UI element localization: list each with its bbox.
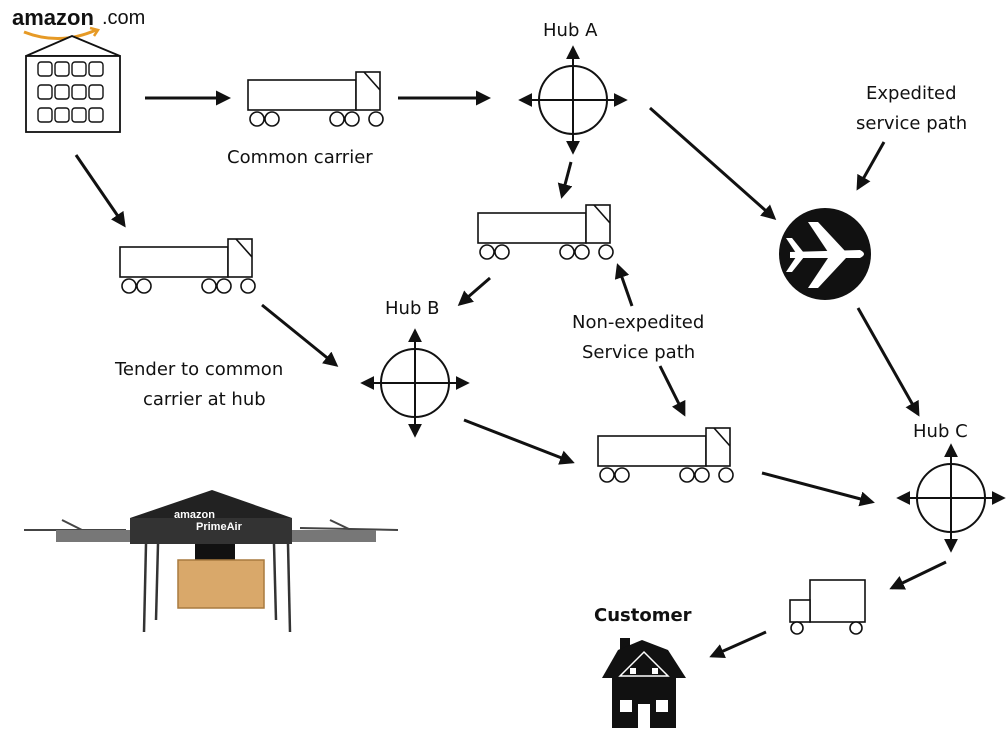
house-icon xyxy=(602,638,686,728)
tender-label-line1: Tender to common xyxy=(114,359,283,380)
non-expedited-label-line2: Service path xyxy=(582,342,695,363)
logo-brand: amazon xyxy=(12,5,94,30)
drone-image: amazon PrimeAir xyxy=(24,490,399,633)
airplane-icon xyxy=(779,208,871,300)
customer-label: Customer xyxy=(594,605,692,626)
expedited-label-line1: Expedited xyxy=(866,83,957,104)
drone-product: PrimeAir xyxy=(196,521,243,533)
drone-brand: amazon xyxy=(174,509,215,521)
flow-arrows xyxy=(74,90,947,658)
hub-a-label: Hub A xyxy=(543,20,598,41)
truck-icon-tender xyxy=(119,238,256,294)
hub-c-label: Hub C xyxy=(913,421,968,442)
common-carrier-label: Common carrier xyxy=(227,147,373,168)
amazon-logo: amazon .com xyxy=(12,5,145,41)
van-icon xyxy=(789,579,866,635)
hub-a-icon xyxy=(521,48,625,152)
logo-suffix: .com xyxy=(102,7,145,29)
truck-icon-hub-b-c xyxy=(597,427,734,483)
tender-label-line2: carrier at hub xyxy=(143,389,266,410)
warehouse-icon xyxy=(25,35,121,133)
hub-b-label: Hub B xyxy=(385,298,439,319)
hub-b-icon xyxy=(363,331,467,435)
non-expedited-label-line1: Non-expedited xyxy=(572,312,704,333)
truck-icon-common-carrier xyxy=(247,71,384,127)
truck-icon-hub-a-b xyxy=(477,204,614,260)
expedited-label-line2: service path xyxy=(856,113,967,134)
hub-c-icon xyxy=(899,446,1003,550)
